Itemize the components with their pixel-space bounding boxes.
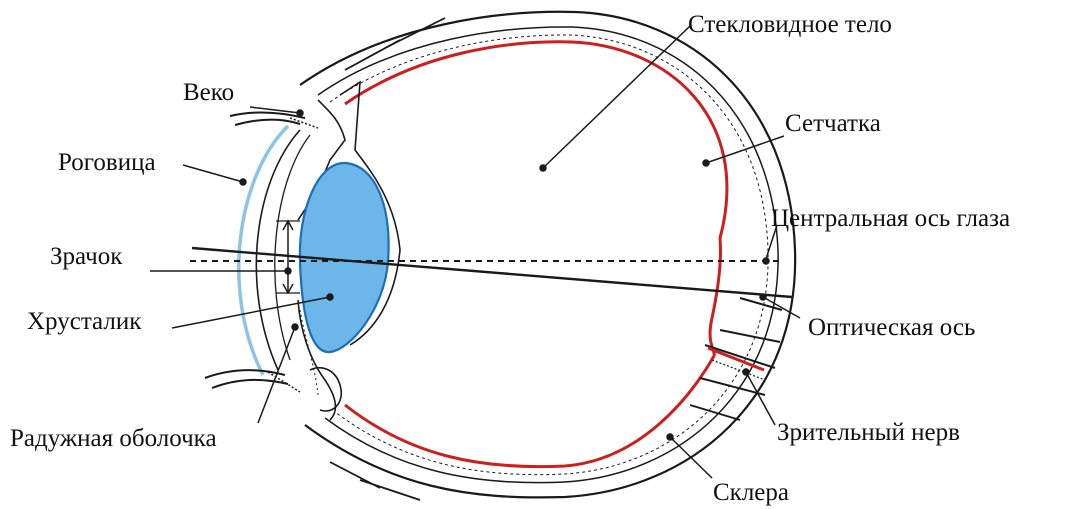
label-lens: Хрусталик	[27, 308, 142, 335]
cornea-layer	[239, 126, 288, 375]
label-vitreous-body: Стекловидное тело	[688, 11, 892, 38]
label-optic-nerve: Зрительный нерв	[777, 419, 960, 446]
retina-layer	[345, 42, 727, 467]
label-retina: Сетчатка	[785, 110, 881, 137]
label-eyelid: Веко	[183, 79, 234, 106]
label-iris: Радужная оболочка	[10, 425, 217, 452]
label-cornea: Роговица	[58, 149, 156, 176]
optical-axis-line	[192, 248, 792, 297]
label-pupil: Зрачок	[50, 243, 123, 270]
label-optical-axis: Оптическая ось	[808, 314, 975, 341]
label-central-axis: Центральная ось глаза	[771, 205, 1010, 232]
lower-eyelid	[205, 370, 300, 392]
label-sclera: Склера	[713, 479, 789, 506]
optic-nerve	[690, 298, 782, 420]
upper-eyelid	[230, 112, 318, 128]
